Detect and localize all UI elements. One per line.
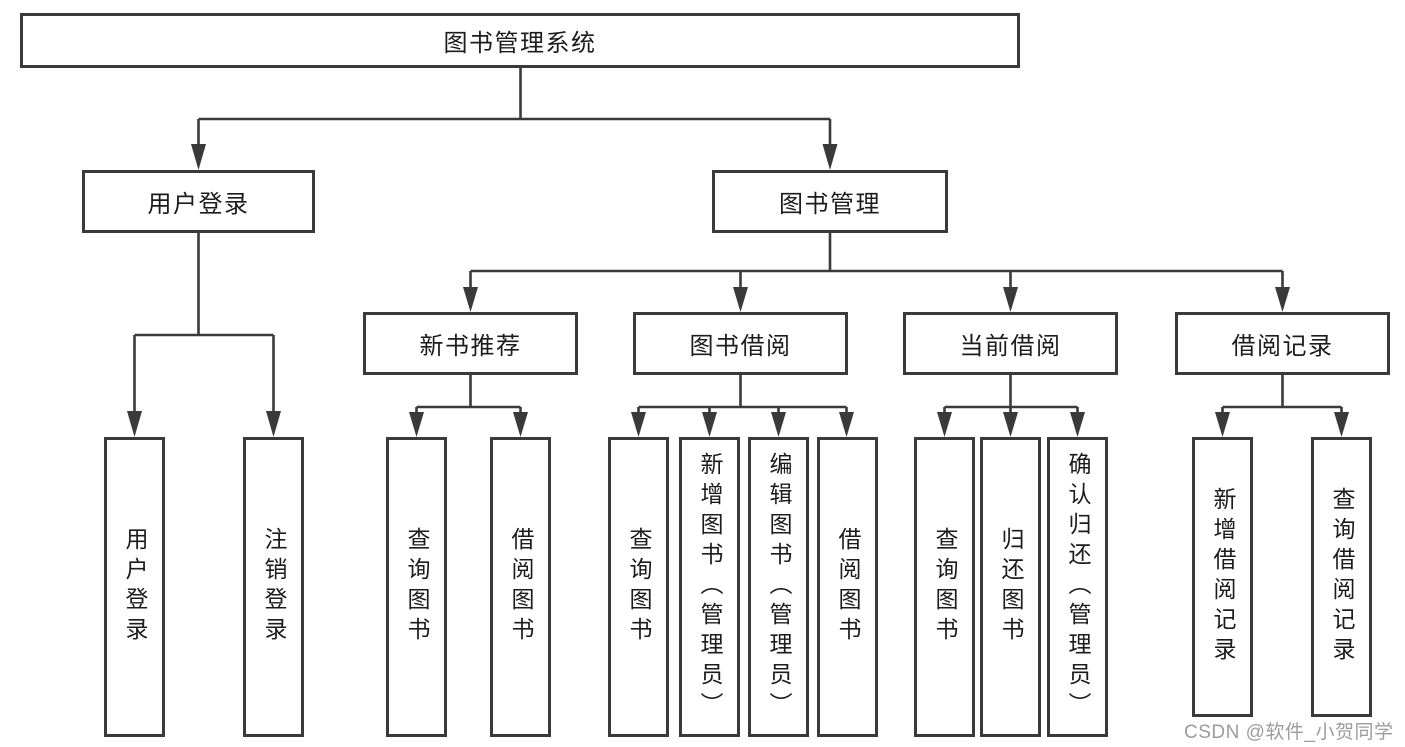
arrowhead-icon [191, 144, 206, 170]
node-leaf-bb-borrow-books: 借阅图书 [817, 437, 878, 737]
node-book-borrow: 图书借阅 [633, 312, 848, 375]
node-label: 图书管理 [779, 191, 881, 218]
node-label: 用户登录 [147, 191, 250, 218]
arrowhead-icon [822, 144, 838, 170]
connector [197, 68, 832, 146]
node-leaf-bb-edit-books-admin: 编辑图书（管理员） [748, 437, 809, 737]
node-label: 查询借阅记录 [1329, 487, 1355, 667]
node-leaf-user-login: 用户登录 [104, 437, 165, 737]
node-leaf-cb-confirm-return-admin: 确认归还（管理员） [1047, 437, 1108, 737]
node-leaf-nb-borrow-books: 借阅图书 [490, 437, 551, 737]
arrowhead-icon [1070, 412, 1085, 437]
watermark: CSDN @软件_小贺同学 [1184, 722, 1394, 743]
node-label: 查询图书 [626, 527, 652, 647]
node-borrow-records: 借阅记录 [1175, 312, 1390, 375]
node-user-login: 用户登录 [82, 170, 315, 233]
arrowhead-icon [266, 411, 281, 437]
connector [415, 375, 522, 414]
node-label: 注销登录 [261, 527, 287, 647]
node-label: 归还图书 [998, 527, 1024, 647]
node-new-book-recommend: 新书推荐 [363, 312, 578, 375]
node-leaf-cb-return-books: 归还图书 [980, 437, 1041, 737]
arrowhead-icon [702, 412, 717, 437]
arrowhead-icon [631, 412, 646, 437]
node-current-borrow: 当前借阅 [903, 312, 1118, 375]
node-label: 确认归还（管理员） [1065, 452, 1091, 722]
arrowhead-icon [127, 411, 142, 437]
connectors-bookborrow-to-leaves [631, 375, 854, 437]
node-label: 当前借阅 [959, 333, 1062, 360]
connector [1221, 375, 1343, 414]
node-label: 用户登录 [122, 527, 148, 647]
arrowhead-icon [463, 287, 478, 312]
node-label: 编辑图书（管理员） [766, 452, 792, 722]
node-leaf-bb-query-books: 查询图书 [608, 437, 669, 737]
arrowhead-icon [733, 287, 748, 312]
node-leaf-br-query-record: 查询借阅记录 [1311, 437, 1372, 717]
node-label: 借阅记录 [1231, 333, 1334, 360]
node-leaf-nb-query-books: 查询图书 [386, 437, 447, 737]
arrowhead-icon [937, 412, 952, 437]
arrowhead-icon [1334, 412, 1349, 437]
connector [133, 233, 275, 413]
node-label: 新增借阅记录 [1210, 487, 1236, 667]
arrowhead-icon [1003, 412, 1018, 437]
node-label: 新书推荐 [419, 333, 522, 360]
node-label: 新增图书（管理员） [697, 452, 723, 722]
connectors-root-to-level2 [191, 68, 838, 170]
connectors-userlogin-to-leaves [127, 233, 281, 437]
arrowhead-icon [513, 412, 528, 437]
connector [469, 233, 1284, 289]
node-label: 图书借阅 [689, 333, 792, 360]
arrowhead-icon [839, 412, 854, 437]
node-label: 查询图书 [932, 527, 958, 647]
node-label: 查询图书 [404, 527, 430, 647]
node-label: 图书管理系统 [443, 30, 597, 57]
node-leaf-cb-query-books: 查询图书 [914, 437, 975, 737]
connector [637, 375, 848, 414]
arrowhead-icon [409, 412, 424, 437]
node-leaf-logout: 注销登录 [243, 437, 304, 737]
node-leaf-bb-add-books-admin: 新增图书（管理员） [679, 437, 740, 737]
arrowhead-icon [771, 412, 786, 437]
arrowhead-icon [1003, 287, 1018, 312]
node-label: 借阅图书 [508, 527, 534, 647]
connectors-bookmgmt-to-level3 [463, 233, 1290, 312]
connectors-borrowrecords-to-leaves [1215, 375, 1349, 437]
connectors-currentborrow-to-leaves [937, 375, 1085, 437]
node-leaf-br-add-record: 新增借阅记录 [1192, 437, 1253, 717]
node-label: 借阅图书 [835, 527, 861, 647]
connector [943, 375, 1079, 414]
node-root: 图书管理系统 [20, 13, 1020, 68]
node-book-management: 图书管理 [712, 170, 948, 233]
arrowhead-icon [1275, 287, 1290, 312]
arrowhead-icon [1215, 412, 1230, 437]
connectors-newbooks-to-leaves [409, 375, 528, 437]
